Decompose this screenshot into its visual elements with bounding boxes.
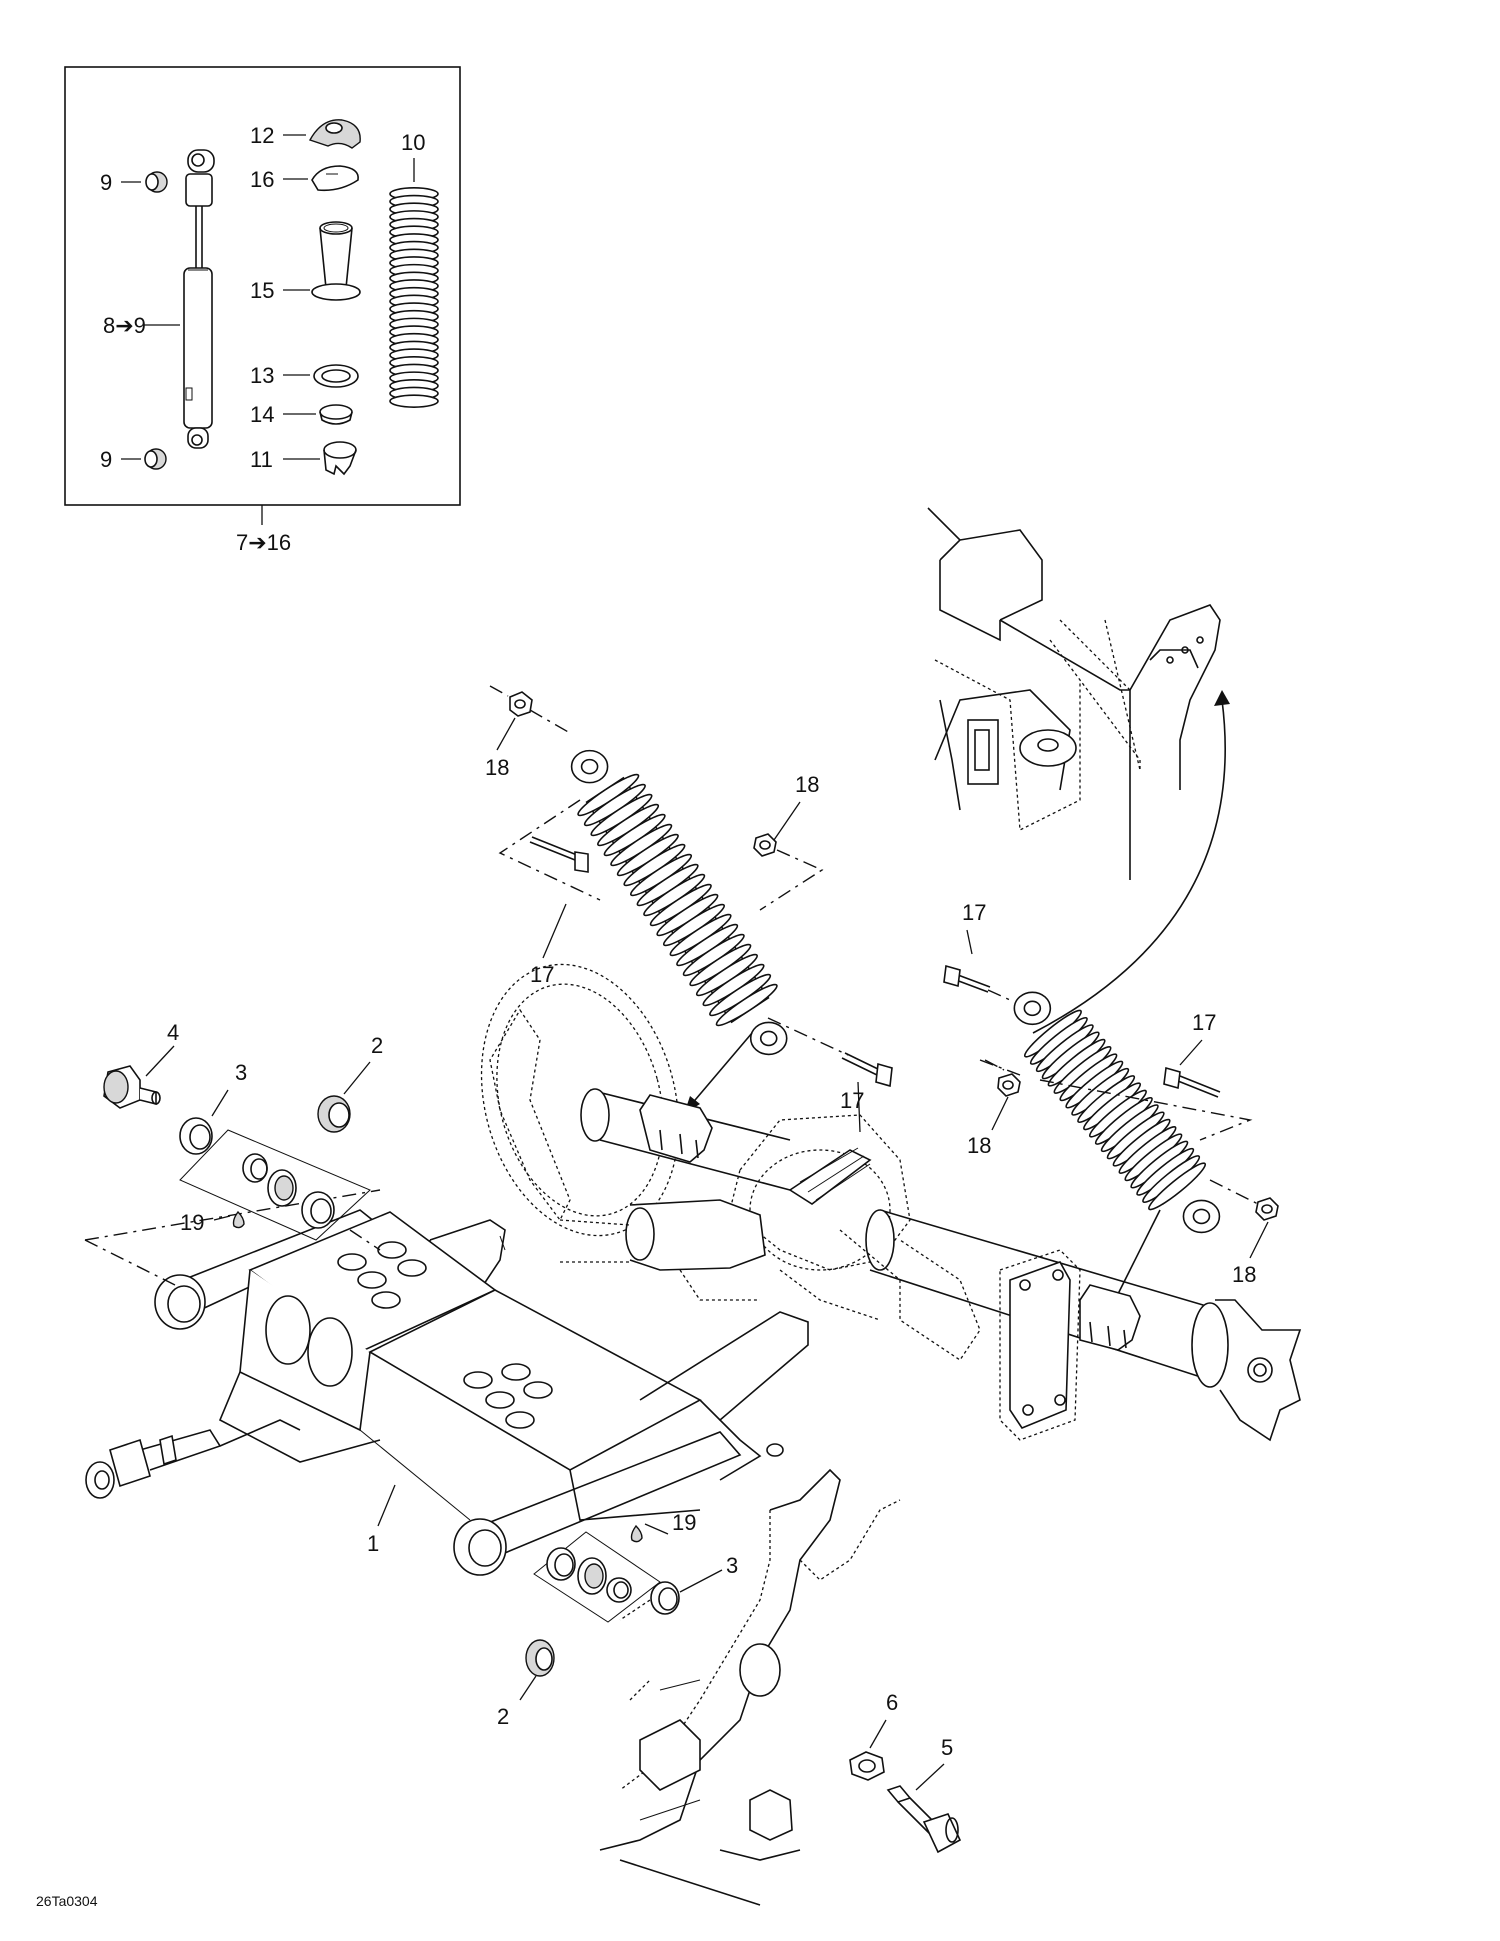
callout-18-d: 18: [1232, 1262, 1256, 1287]
frame-mount-inset: [927, 507, 1230, 1034]
callout-13: 13: [250, 363, 274, 388]
swing-arm-part: [84, 1189, 809, 1576]
bushing-bottom-part: [144, 448, 167, 470]
callout-17-b: 17: [840, 1088, 864, 1113]
retainer-part: [311, 165, 359, 192]
bushing-top-part: [145, 171, 168, 193]
callout-12: 12: [250, 123, 274, 148]
ring-part: [319, 404, 353, 425]
callout-3-b: 3: [726, 1553, 738, 1578]
callout-8-9: 8➔9: [103, 313, 146, 338]
callout-2-a: 2: [371, 1033, 383, 1058]
callout-2-b: 2: [497, 1704, 509, 1729]
callout-4: 4: [167, 1020, 179, 1045]
callout-17-c: 17: [962, 900, 986, 925]
right-bearing-parts: [525, 1524, 680, 1677]
callout-19-a: 19: [180, 1210, 204, 1235]
callout-1: 1: [367, 1531, 379, 1556]
shock-left-assembly: [570, 749, 788, 1056]
shock-kit-inset: 9 8➔9 9 12 16 15 13 14 11 10 7➔16: [64, 66, 461, 555]
washer-part: [313, 364, 359, 388]
callout-18-b: 18: [795, 772, 819, 797]
callout-3-a: 3: [235, 1060, 247, 1085]
callout-6: 6: [886, 1690, 898, 1715]
leader-lines: [145, 717, 1269, 1791]
spring-cup-part: [308, 119, 361, 149]
rear-axle-assembly: [480, 963, 1302, 1442]
callout-16: 16: [250, 167, 274, 192]
callout-9-top: 9: [100, 170, 112, 195]
callout-10: 10: [401, 130, 425, 155]
sleeve-part: [311, 221, 361, 301]
callout-17-a: 17: [530, 962, 554, 987]
callout-14: 14: [250, 402, 274, 427]
callout-18-a: 18: [485, 755, 509, 780]
callout-19-b: 19: [672, 1510, 696, 1535]
adjuster-part: [323, 441, 357, 476]
left-bearing-parts: [103, 1065, 381, 1251]
callout-15: 15: [250, 278, 274, 303]
stud-part: [886, 1785, 962, 1854]
shock-right-assembly: [1013, 991, 1221, 1234]
callout-7-16: 7➔16: [236, 530, 291, 555]
adjuster-nut-part: [849, 1751, 885, 1781]
callout-17-d: 17: [1192, 1010, 1216, 1035]
callout-5: 5: [941, 1735, 953, 1760]
callout-11: 11: [250, 447, 273, 472]
figure-code: 26Ta0304: [36, 1893, 98, 1909]
callout-9-bottom: 9: [100, 447, 112, 472]
chassis-frame-part: [599, 1468, 901, 1906]
coil-spring-part: [389, 187, 439, 408]
callout-18-c: 18: [967, 1133, 991, 1158]
shock-absorber-part: [183, 149, 215, 449]
